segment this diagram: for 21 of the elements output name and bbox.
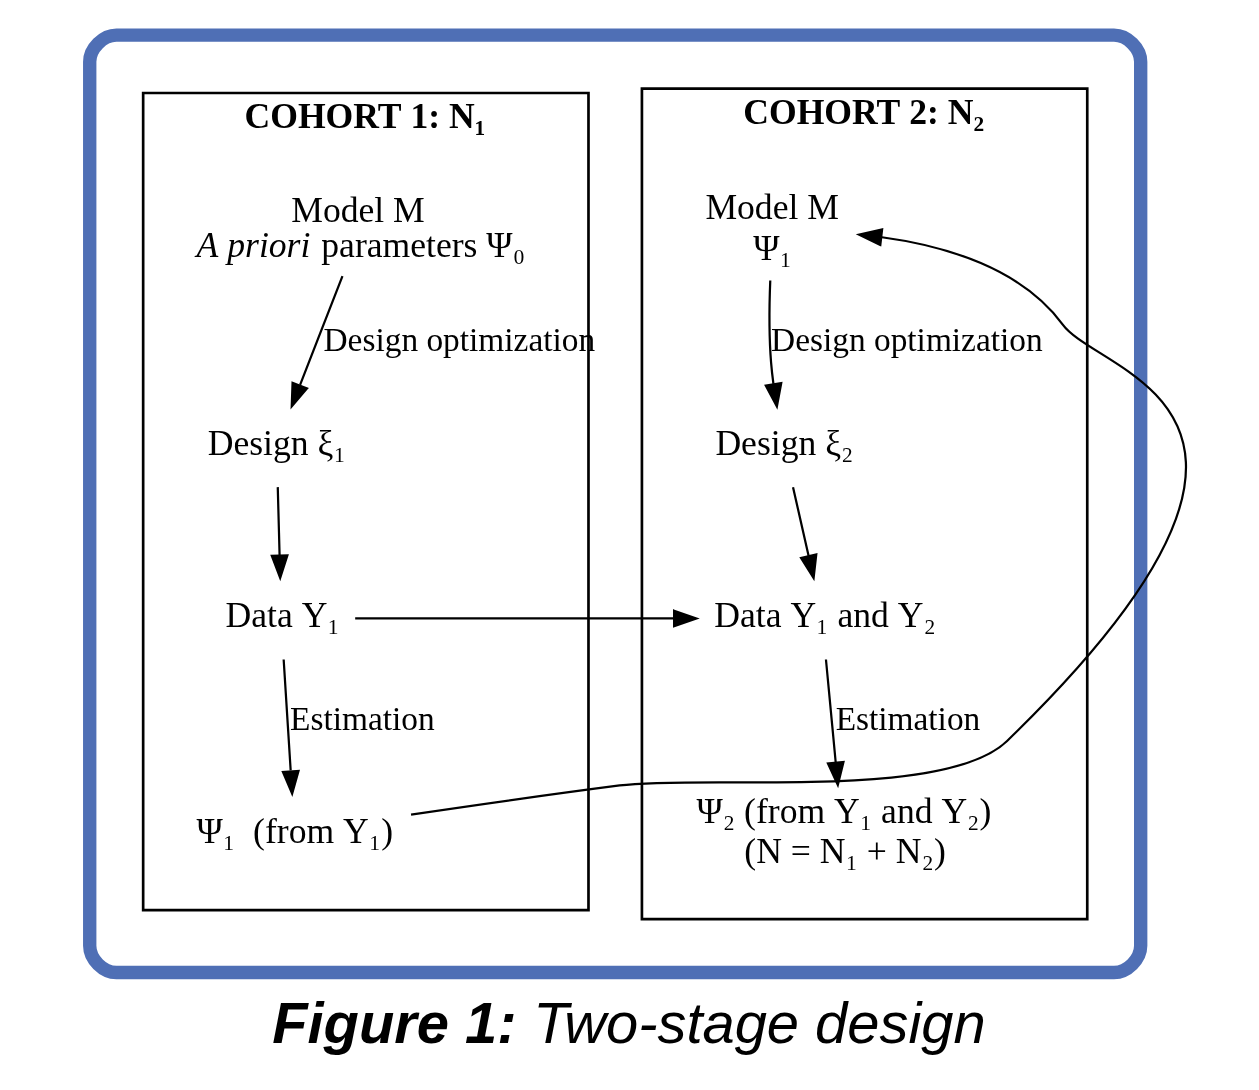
node-text: Design ξ₂ [715, 423, 854, 464]
node-text: Ψ₂ (from Y₁ and Y₂) (N = N₁ + N₂) [696, 790, 992, 871]
node-text: Model M Ψ₁ [705, 187, 839, 268]
arrow [290, 275, 344, 410]
node-text: Data Y₁ [225, 594, 340, 635]
arrow [791, 486, 818, 582]
caption: Figure 1: Two-stage design [272, 991, 986, 1056]
edge-label: Design optimization [771, 321, 1043, 359]
edge-label: Estimation [290, 699, 435, 737]
edge-label: Estimation [835, 699, 981, 737]
arrow [824, 659, 845, 789]
arrow [355, 609, 700, 628]
cluster [83, 28, 1148, 980]
node-text: Ψ₁ (from Y₁) [196, 810, 394, 851]
node-text: Model M A priori parameters Ψ₀ [196, 189, 526, 266]
arrow [270, 487, 289, 582]
arrow [410, 228, 1187, 816]
arrow [764, 280, 783, 410]
arrow [281, 659, 300, 798]
node-text: Design ξ₁ [207, 423, 346, 464]
node-text: Data Y₁ and Y₂ [714, 594, 936, 635]
